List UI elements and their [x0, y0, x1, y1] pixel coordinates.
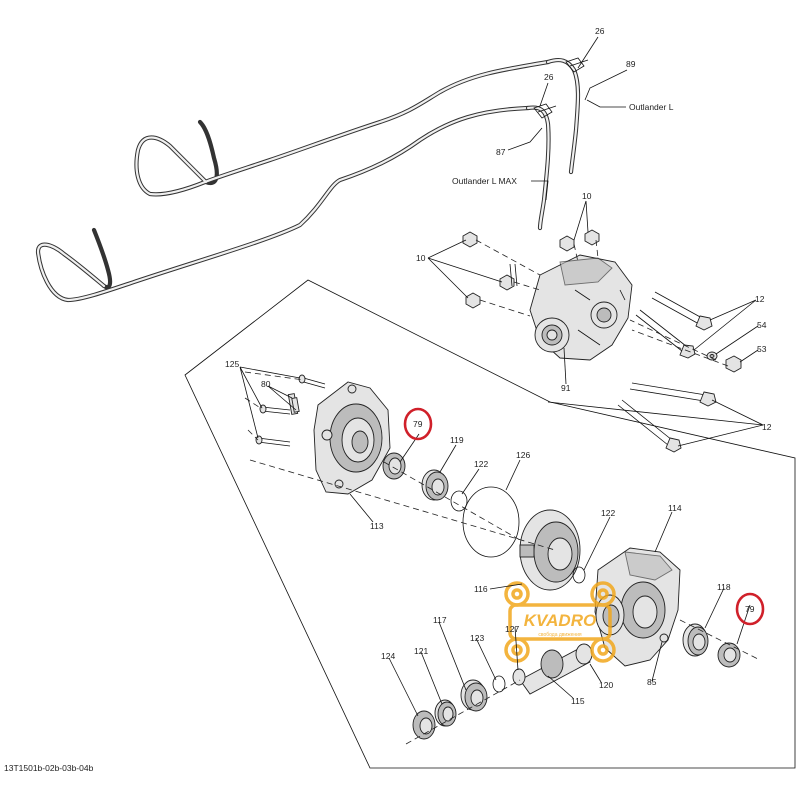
- oil-seal-124: [412, 710, 436, 740]
- exploded-view-frame: [184, 279, 796, 769]
- callout-26-upper: 26: [595, 26, 605, 36]
- nut-group-10: [462, 229, 600, 309]
- breather-hose-outlander-l: [134, 58, 581, 197]
- callout-10-left: 10: [416, 253, 426, 263]
- callout-124: 124: [381, 651, 395, 661]
- hose-clamp-upper: [565, 57, 589, 73]
- oil-seal-79-lower: [717, 642, 741, 668]
- bearing-117: [460, 679, 488, 712]
- plug-53: [725, 355, 742, 373]
- callout-12-lower: 12: [762, 422, 772, 432]
- callout-126: 126: [516, 450, 530, 460]
- ring-gear-116: [519, 509, 581, 591]
- callout-121: 121: [414, 646, 428, 656]
- retaining-ring-123: [492, 675, 506, 693]
- retaining-ring-122-lower: [572, 566, 586, 584]
- differential-assembly-upper: [529, 254, 633, 361]
- callout-26-lower: 26: [544, 72, 554, 82]
- oil-seal-79-upper: [382, 452, 406, 480]
- watermark-tagline: свобода движения: [538, 632, 582, 638]
- callout-54: 54: [757, 320, 767, 330]
- highlight-ring-79-upper: [403, 407, 433, 441]
- callout-10-right: 10: [582, 191, 592, 201]
- callout-114: 114: [668, 503, 682, 513]
- hose-clamp-lower: [533, 103, 557, 119]
- leader-lines: [239, 36, 764, 717]
- callout-122-lower: 122: [601, 508, 615, 518]
- callout-labels: 26 89 Outlander L 26 87 Outlander L MAX …: [225, 26, 772, 706]
- breather-hose-outlander-l-max: [35, 105, 551, 303]
- housing-cover-113: [313, 381, 391, 495]
- callout-79-upper: 79: [413, 419, 423, 429]
- callout-127: 127: [505, 624, 519, 634]
- drawing-id: 13T1501b-02b-03b-04b: [4, 763, 94, 773]
- bearing-119: [421, 469, 449, 501]
- watermark-brand: KVADRO: [524, 611, 596, 630]
- callout-116: 116: [474, 584, 488, 594]
- callout-80: 80: [261, 379, 271, 389]
- callout-118: 118: [717, 582, 731, 592]
- assembly-centerlines-upper: [475, 239, 729, 367]
- callout-outlander-l: Outlander L: [629, 102, 674, 112]
- callout-53: 53: [757, 344, 767, 354]
- callout-91: 91: [561, 383, 571, 393]
- assembly-centerlines-lower: [244, 371, 761, 745]
- shim-127: [512, 668, 526, 686]
- callout-115: 115: [571, 696, 585, 706]
- callout-12-upper: 12: [755, 294, 765, 304]
- callout-79-lower: 79: [745, 604, 755, 614]
- bolt-group-12: [509, 263, 717, 453]
- callout-125: 125: [225, 359, 239, 369]
- o-ring-126: [462, 486, 520, 558]
- pinion-shaft-115: [519, 643, 593, 695]
- callout-89: 89: [626, 59, 636, 69]
- callout-119: 119: [450, 435, 464, 445]
- callout-85: 85: [647, 677, 657, 687]
- highlight-ring-79-lower: [735, 592, 765, 626]
- screw-group-125: [255, 374, 326, 447]
- watermark-logo: KVADRO свобода движения: [504, 581, 616, 663]
- bearing-118: [682, 623, 709, 657]
- callout-outlander-l-max: Outlander L MAX: [452, 176, 517, 186]
- callout-120: 120: [599, 680, 613, 690]
- callout-123: 123: [470, 633, 484, 643]
- washer-54: [706, 351, 718, 361]
- retaining-ring-122: [450, 490, 468, 512]
- callout-122-upper: 122: [474, 459, 488, 469]
- callout-113: 113: [370, 521, 384, 531]
- callout-87: 87: [496, 147, 506, 157]
- callout-117: 117: [433, 615, 447, 625]
